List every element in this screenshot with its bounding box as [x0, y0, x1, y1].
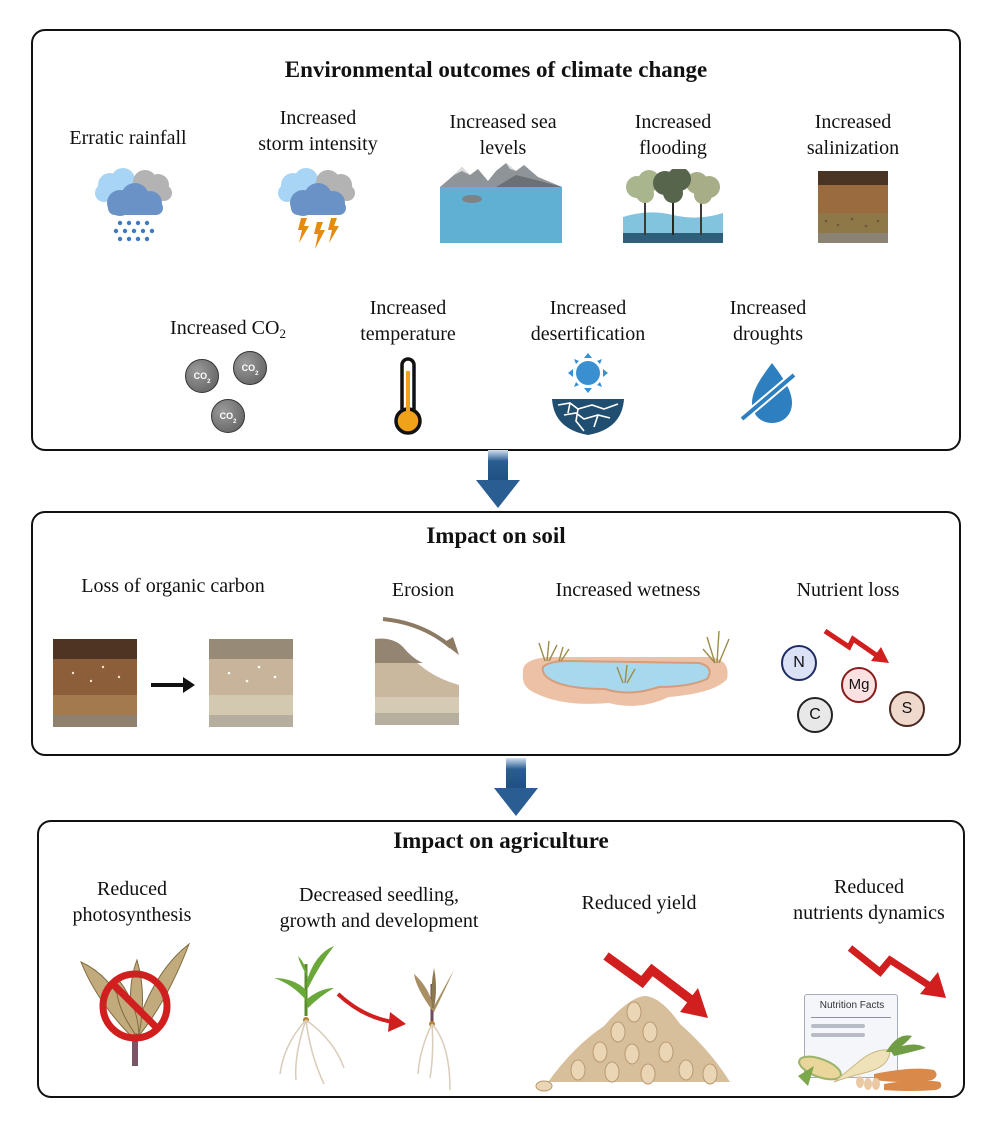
- soil-carbon-loss-icon: [53, 639, 293, 727]
- co2-molecule: CO2: [211, 399, 245, 433]
- item-increased-droughts: Increased droughts: [698, 295, 838, 445]
- item-label: Increased flooding: [634, 111, 712, 159]
- flow-arrow-down-icon: [494, 758, 538, 816]
- item-storm-intensity: Increased storm intensity: [243, 105, 393, 275]
- item-sea-levels: Increased sea levels: [428, 109, 578, 279]
- nutrient-loss-icon: N Mg C S: [763, 627, 933, 737]
- item-flooding: Increased flooding: [608, 109, 738, 279]
- item-nutrient-loss: Nutrient loss N Mg C S: [763, 577, 933, 747]
- item-label: Increased storm intensity: [258, 107, 378, 155]
- item-salinization: Increased salinization: [783, 109, 923, 279]
- item-erratic-rainfall: Erratic rainfall: [63, 121, 193, 271]
- item-erosion: Erosion: [353, 577, 493, 747]
- rain-cloud-icon: [95, 168, 172, 242]
- nutrient-s: S: [889, 691, 925, 727]
- item-increased-desertification: Increased desertification: [508, 295, 668, 445]
- item-label: Increased salinization: [806, 111, 900, 159]
- co2-molecules-icon: CO2 CO2 CO2: [185, 351, 275, 433]
- co2-molecule: CO2: [233, 351, 267, 385]
- flow-arrow-down-icon: [476, 450, 520, 508]
- sun-cracked-earth-icon: [552, 353, 624, 435]
- no-water-drop-icon: [739, 363, 797, 423]
- item-label: Increased sea levels: [449, 111, 557, 159]
- item-loss-of-organic-carbon: Loss of organic carbon: [43, 573, 303, 753]
- storm-cloud-icon: [278, 168, 355, 249]
- sea-mountains-icon: [440, 163, 562, 243]
- item-label: Erosion: [391, 579, 455, 601]
- panel-title: Impact on soil: [426, 523, 566, 548]
- impact-on-agriculture-panel: Impact on agriculture Reduced photosynth…: [37, 820, 965, 1098]
- nutrient-n: N: [781, 645, 817, 681]
- item-increased-wetness: Increased wetness: [513, 577, 743, 747]
- nutrient-c: C: [797, 697, 833, 733]
- nutrition-facts-text: Nutrition Facts: [819, 1000, 885, 1011]
- item-label: Increased wetness: [555, 579, 701, 601]
- item-decreased-seedling-growth: Decreased seedling, growth and developme…: [254, 882, 504, 1096]
- seedling-decline-icon: [274, 946, 454, 1091]
- item-label: Reduced nutrients dynamics: [793, 876, 945, 924]
- soil-layers-icon: [818, 171, 888, 243]
- item-label: Increased droughts: [729, 297, 807, 345]
- item-label: Erratic rainfall: [69, 127, 187, 149]
- environmental-outcomes-panel: Environmental outcomes of climate change…: [31, 29, 961, 451]
- prohibited-leaf-icon: [80, 942, 191, 1066]
- item-label: Loss of organic carbon: [81, 575, 265, 597]
- item-label: Reduced photosynthesis: [72, 878, 192, 926]
- item-label: Nutrient loss: [796, 579, 900, 601]
- panel-title: Environmental outcomes of climate change: [284, 57, 708, 82]
- co2-molecule: CO2: [185, 359, 219, 393]
- decline-arrow-icon: [823, 628, 889, 663]
- vegetables-icon: [798, 1035, 942, 1091]
- item-reduced-yield: Reduced yield: [534, 890, 744, 1096]
- item-label: Increased CO2: [170, 317, 286, 341]
- decline-arrow-icon: [847, 945, 946, 998]
- soil-erosion-icon: [375, 617, 459, 725]
- item-label: Decreased seedling, growth and developme…: [279, 884, 479, 932]
- flooded-trees-icon: [623, 169, 723, 243]
- grain-pile-decline-icon: [535, 952, 730, 1092]
- panel-title: Impact on agriculture: [393, 828, 609, 853]
- nutrition-facts-decline-icon: Nutrition Facts: [794, 942, 964, 1092]
- pond-icon: [522, 630, 730, 706]
- item-label: Increased desertification: [530, 297, 646, 345]
- item-reduced-photosynthesis: Reduced photosynthesis: [57, 876, 207, 1096]
- item-increased-temperature: Increased temperature: [343, 295, 473, 445]
- nutrient-mg: Mg: [841, 667, 877, 703]
- thermometer-icon: [394, 357, 422, 435]
- impact-on-soil-panel: Impact on soil Loss of organic carbon Er…: [31, 511, 961, 756]
- item-label: Reduced yield: [581, 892, 697, 914]
- item-label: Increased temperature: [360, 297, 456, 345]
- item-reduced-nutrients-dynamics: Reduced nutrients dynamics Nutrition Fac…: [774, 874, 964, 1096]
- item-increased-co2: Increased CO2 CO2 CO2 CO2: [153, 311, 303, 441]
